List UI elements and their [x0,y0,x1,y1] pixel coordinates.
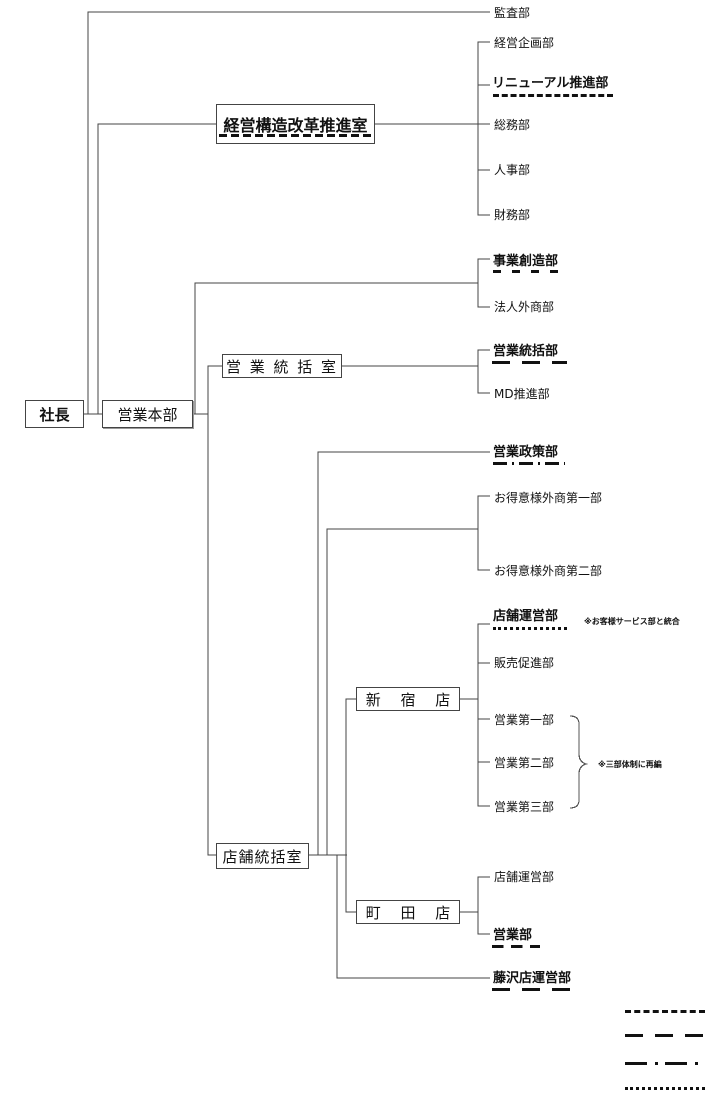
dept-hanbai[interactable]: 販売促進部 [494,656,555,670]
legend-dash-dot-line [625,1062,703,1065]
sales-hq-box[interactable]: 営業本部 [102,400,193,428]
dept-eigyo-3[interactable]: 営業第三部 [494,800,555,814]
connector-machida-bracket [477,876,490,935]
legend-dash-line [625,1010,705,1013]
legend-long-dash-line [625,1034,707,1037]
fujisawa-underline [492,988,580,991]
sales-hq-label: 営業本部 [117,405,178,424]
legend-dotted-line [625,1087,705,1090]
dept-gaisho-1[interactable]: お得意様外商第一部 [494,491,603,505]
dept-machida-store-ops[interactable]: 店舗運営部 [494,870,555,884]
connector-group1-trunk [194,282,478,414]
connector-gaisho-bracket [477,495,490,571]
machida-label: 町 田 店 [365,903,451,922]
connector-salesoffice-bracket [477,349,490,394]
eigyo-tokatsu-underline [492,361,567,364]
dept-machida-sales[interactable]: 営業部 [493,928,533,943]
dept-eigyo-tokatsu[interactable]: 営業統括部 [493,344,559,359]
connector-storeoffice-trunk [207,414,216,856]
dept-hojin-gaisho[interactable]: 法人外商部 [494,300,555,314]
shinjuku-label: 新 宿 店 [365,690,451,709]
president-box[interactable]: 社長 [25,400,84,428]
reform-office-box[interactable]: 経営構造改革推進室 [216,104,375,144]
dept-keiei-kikaku[interactable]: 経営企画部 [494,36,555,50]
shinjuku-box[interactable]: 新 宿 店 [356,687,460,711]
dept-eigyo-2[interactable]: 営業第二部 [494,756,555,770]
connector-policy [317,451,490,855]
note-store-ops-merge: ※お客様サービス部と統合 [584,617,680,626]
machida-box[interactable]: 町 田 店 [356,900,460,924]
sales-office-label: 営 業 統 括 室 [225,357,339,376]
machida-sales-underline [492,945,540,948]
sales-brace-icon [569,715,589,809]
dept-jigyo-sozo[interactable]: 事業創造部 [493,254,559,269]
connector-shinjuku-trunk [345,698,356,855]
dept-eigyo-1[interactable]: 営業第一部 [494,713,555,727]
connector-gaisho-trunk [326,528,478,855]
sales-office-box[interactable]: 営 業 統 括 室 [222,354,342,378]
reform-office-label: 経営構造改革推進室 [223,116,368,135]
connector-reform-trunk [97,123,216,414]
connector-group1-bracket [477,258,490,308]
dept-eigyo-seisaku[interactable]: 営業政策部 [493,445,559,460]
store-ops-underline [493,627,567,630]
reform-office-underline [219,134,371,137]
dept-shinjuku-store-ops[interactable]: 店舗運営部 [493,609,559,624]
president-label: 社長 [39,405,70,424]
store-office-label: 店舗統括室 [222,847,303,866]
dept-audit[interactable]: 監査部 [494,6,531,20]
eigyo-seisaku-underline [493,462,565,465]
dept-fujisawa[interactable]: 藤沢店運営部 [493,971,572,986]
store-office-box[interactable]: 店舗統括室 [216,843,309,869]
jigyo-sozo-underline [493,270,563,273]
note-sales-reorg: ※三部体制に再編 [598,760,662,769]
connector-fujisawa [336,855,490,979]
dept-soumu[interactable]: 総務部 [494,118,531,132]
dept-jinji[interactable]: 人事部 [494,163,531,177]
dept-md[interactable]: MD推進部 [494,387,550,401]
dept-gaisho-2[interactable]: お得意様外商第二部 [494,564,603,578]
connector-reform-bracket [477,41,490,216]
connector-shinjuku-bracket [477,623,490,807]
connector-machida-trunk [345,855,356,913]
dept-renewal[interactable]: リニューアル推進部 [492,76,609,91]
connector-salesoffice-trunk [207,365,222,414]
renewal-underline [493,94,613,97]
dept-zaimu[interactable]: 財務部 [494,208,531,222]
